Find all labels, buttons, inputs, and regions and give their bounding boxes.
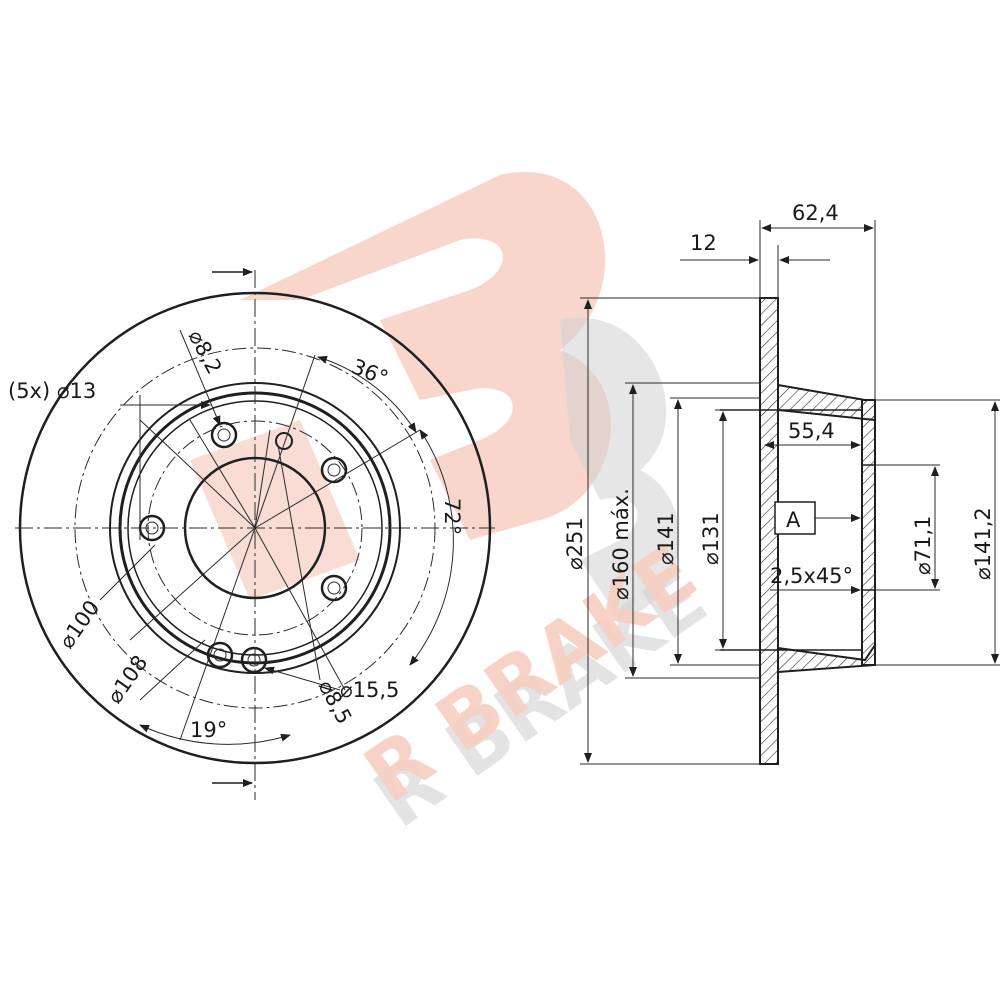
label-hole-8-2: ⌀8,2 xyxy=(184,326,227,378)
leader-108 xyxy=(139,639,206,701)
label-bolt-holes: (5x) ⌀13 xyxy=(8,379,96,403)
bolt-hole xyxy=(206,641,234,669)
label-chamfer: 2,5x45° xyxy=(770,564,853,588)
label-dia-15-5: ⌀15,5 xyxy=(340,678,399,702)
angle-arc-72 xyxy=(409,429,454,666)
bolt-hole xyxy=(327,463,341,477)
angle-arc-19 xyxy=(139,724,291,745)
side-view: 62,4 12 55,4 A 2,5x45° xyxy=(563,201,1000,765)
label-dia-251: ⌀251 xyxy=(563,517,587,570)
locating-hole xyxy=(275,432,293,450)
label-dia-160-max: ⌀160 máx. xyxy=(609,488,633,600)
radial-line xyxy=(129,527,256,641)
bolt-hole xyxy=(217,428,231,442)
radial-line xyxy=(254,354,316,529)
label-dia-71-1: ⌀71,1 xyxy=(911,516,935,575)
radial-line xyxy=(139,419,256,529)
label-dia-131: ⌀131 xyxy=(699,512,723,565)
logo-text: R BRAKE xyxy=(349,528,713,820)
label-dim-62-4: 62,4 xyxy=(792,201,839,225)
radial-line xyxy=(189,419,256,529)
radial-line xyxy=(254,429,421,529)
label-angle-36: 36° xyxy=(348,354,392,390)
leader-8-2 xyxy=(179,329,221,426)
label-dia-100: ⌀100 xyxy=(54,596,104,653)
label-angle-72: 72° xyxy=(440,498,464,535)
bolt-hole xyxy=(213,648,227,662)
label-dia-141: ⌀141 xyxy=(654,512,678,565)
bolt-hole xyxy=(210,421,238,449)
label-dia-141-2: ⌀141,2 xyxy=(971,507,995,580)
bolt-hole xyxy=(320,456,348,484)
radial-line xyxy=(179,527,256,741)
label-datum: A xyxy=(786,508,801,532)
locating-hole-lower xyxy=(247,653,261,667)
hat-face-section xyxy=(861,399,876,666)
hat-section-lower xyxy=(777,641,876,674)
logo-r-shape xyxy=(240,172,611,540)
leader-15-5 xyxy=(264,666,341,691)
label-angle-19: 19° xyxy=(190,718,227,742)
angle-arc-36 xyxy=(317,355,417,433)
label-dim-12: 12 xyxy=(690,231,717,255)
leader-8-5 xyxy=(277,444,321,681)
label-dia-108: ⌀108 xyxy=(102,651,152,708)
leader-100 xyxy=(99,544,156,601)
radial-line xyxy=(254,429,271,529)
radial-line xyxy=(254,527,346,691)
bolt-hole xyxy=(320,574,348,602)
bolt-hole xyxy=(327,581,341,595)
label-dim-55-4: 55,4 xyxy=(788,419,835,443)
hat-section-upper xyxy=(777,383,876,422)
logo-r-lower xyxy=(190,420,360,600)
locating-hole-lower xyxy=(240,646,268,674)
